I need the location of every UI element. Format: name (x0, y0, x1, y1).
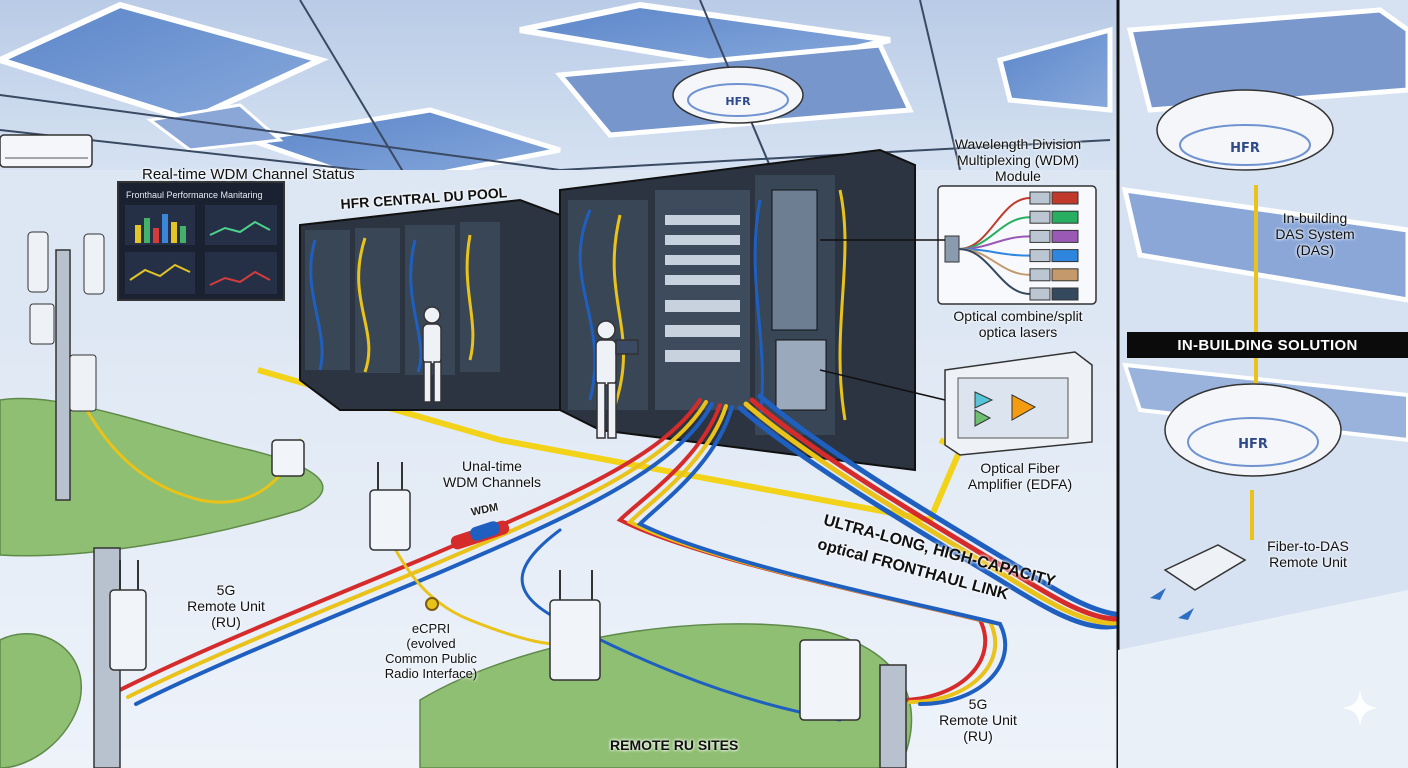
wdm-channel-fiber (958, 248, 1031, 295)
fiber-to-das-unit (1163, 544, 1247, 591)
monitoring-display (117, 181, 285, 301)
wdm-mux-device (450, 520, 510, 550)
wdm-channel-port (1051, 210, 1079, 224)
wdm-channel-connector (1029, 249, 1051, 263)
in-building-solution-banner: IN-BUILDING SOLUTION (1127, 332, 1408, 358)
remote-sites-label: REMOTE RU SITES (610, 737, 739, 753)
ceiling-unit-1-label: HFR (725, 95, 751, 108)
combine-split-label: Optical combine/split optica lasers (953, 308, 1083, 341)
ru-pole-left (93, 547, 147, 768)
edfa-label: Optical Fiber Amplifier (EDFA) (967, 460, 1073, 493)
ceiling-unit-lower: HFR (1164, 383, 1342, 477)
ru-unit-middle (549, 570, 601, 681)
das-arrows (1150, 588, 1194, 620)
wdm-channel-port (1051, 268, 1079, 282)
grass-areas (0, 397, 913, 768)
wdm-channel-connector (1029, 287, 1051, 301)
technicians (422, 306, 639, 439)
wdm-channel-port (1051, 287, 1079, 301)
das-system-label: In-building DAS System (DAS) (1275, 210, 1355, 259)
wdm-channel-connector (1029, 229, 1051, 243)
edfa-leader-line (819, 369, 946, 401)
wall-ac-unit (0, 134, 93, 168)
wdm-channel-port (1051, 249, 1079, 263)
wdm-channel-port (1051, 191, 1079, 205)
sparkle-icon (1342, 690, 1378, 726)
wdm-channel-connector (1029, 191, 1051, 205)
ceiling-unit-3-label: HFR (1238, 437, 1268, 452)
in-building-floor (1118, 590, 1408, 768)
ceiling-unit-upper: HFR (1156, 89, 1334, 171)
cell-tower (27, 231, 105, 501)
ru-unit-small (271, 439, 411, 551)
wdm-module-label: Wavelength Division Multiplexing (WDM) M… (954, 136, 1082, 185)
wdm-channel-connector (1029, 268, 1051, 282)
ceiling-unit-2-label: HFR (1230, 141, 1260, 156)
wdm-channels-label: Unal-time WDM Channels (442, 458, 542, 491)
wdm-channel-port (1051, 229, 1079, 243)
ru-right-label: 5G Remote Unit (RU) (939, 696, 1017, 745)
ceiling-lights (0, 1, 1113, 188)
monitor-title: Fronthaul Performance Manitaring (126, 190, 263, 200)
ecpri-connector (425, 597, 439, 611)
ceiling-unit-center: HFR (672, 66, 804, 124)
ru-left-label: 5G Remote Unit (RU) (187, 582, 265, 631)
rack-row-front (559, 148, 916, 472)
edfa-inset (944, 351, 1093, 456)
wdm-status-label: Real-time WDM Channel Status (142, 166, 355, 183)
wdm-channel-connector (1029, 210, 1051, 224)
ru-pole-right (799, 639, 907, 768)
fiber-to-das-label: Fiber-to-DAS Remote Unit (1267, 538, 1349, 571)
wdm-module-inset (937, 185, 1097, 305)
ecpri-label: eCPRI (evolved Common Public Radio Inter… (384, 621, 478, 681)
